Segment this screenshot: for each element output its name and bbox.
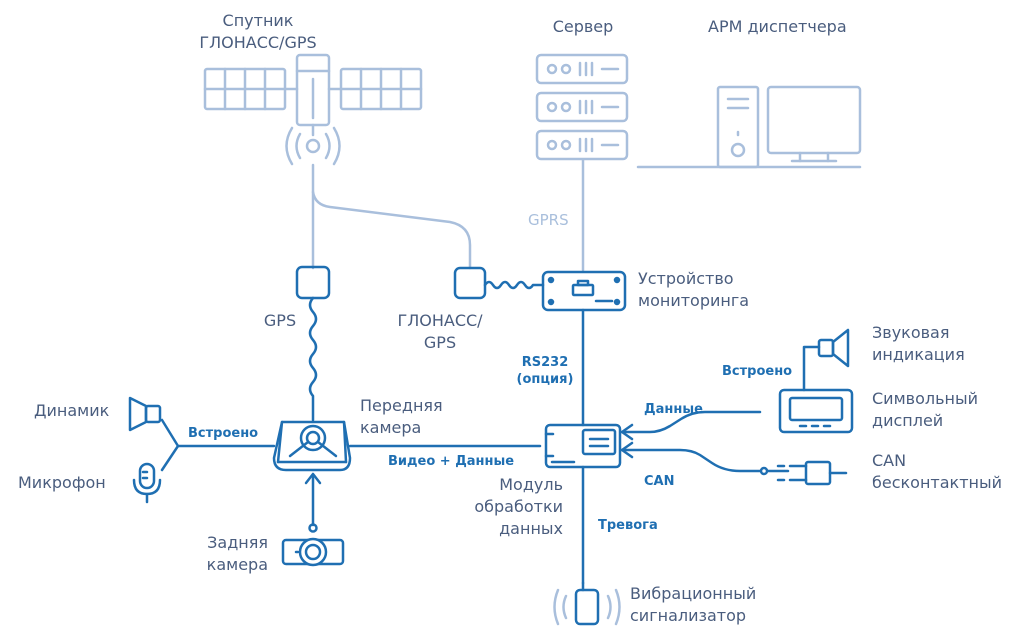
server-label: Сервер — [552, 17, 614, 36]
alarm-label: Тревога — [598, 518, 658, 533]
dark-connections — [160, 296, 821, 585]
satellite-label: Спутник ГЛОНАСС/GPS — [199, 11, 317, 52]
glonass-antenna-icon — [453, 266, 545, 300]
sound-to-display-line — [802, 345, 821, 392]
satellite-icon — [203, 53, 423, 166]
microphone-icon — [132, 462, 162, 504]
builtin-right-label: Встроено — [722, 364, 793, 379]
vibration-label: Вибрационный сигнализатор — [630, 584, 757, 625]
gprs-label: GPRS — [528, 211, 569, 229]
speaker-mic-fork — [160, 418, 180, 472]
rear-camera-arrow — [304, 472, 322, 485]
workstation-icon — [636, 85, 862, 169]
char-display-label: Символьный дисплей — [872, 389, 979, 430]
builtin-left-label: Встроено — [188, 426, 259, 441]
satellite-to-glonass-line — [311, 190, 472, 270]
processing-module-label: Модуль обработки данных — [474, 475, 563, 538]
sound-indicator-label: Звуковая индикация — [872, 323, 965, 364]
server-icon — [535, 53, 629, 161]
display-to-module-line — [620, 410, 762, 434]
can-label: CAN — [644, 474, 675, 489]
rear-camera-label: Задняя камера — [206, 533, 268, 574]
rear-camera-icon — [281, 537, 345, 567]
processing-module-icon — [544, 423, 622, 469]
display-icon — [778, 388, 854, 434]
can-contactless-label: CAN бесконтактный — [872, 451, 1003, 492]
gps-antenna-label: GPS — [263, 311, 297, 330]
light-connections — [311, 158, 585, 272]
data-label: Данные — [644, 402, 703, 417]
front-camera-label: Передняя камера — [360, 396, 443, 437]
speaker-label: Динамик — [34, 401, 110, 420]
rs232-label: RS232 (опция) — [516, 355, 574, 387]
glonass-antenna-label: ГЛОНАСС/ GPS — [397, 311, 483, 352]
dispatcher-label: АРМ диспетчера — [708, 17, 847, 36]
monitoring-device-icon — [541, 270, 627, 312]
monitoring-label: Устройство мониторинга — [638, 269, 750, 310]
vibration-waves-icon — [553, 588, 621, 626]
can-to-module-line — [620, 448, 790, 473]
gps-cable — [308, 296, 318, 422]
can-reader-icon — [776, 460, 848, 486]
horn-icon — [817, 328, 850, 368]
speaker-icon — [128, 396, 162, 432]
front-camera-icon — [272, 420, 352, 472]
video-data-label: Видео + Данные — [388, 454, 515, 469]
microphone-label: Микрофон — [18, 473, 106, 492]
gps-antenna-icon — [295, 265, 331, 300]
vibration-icon — [574, 581, 600, 626]
